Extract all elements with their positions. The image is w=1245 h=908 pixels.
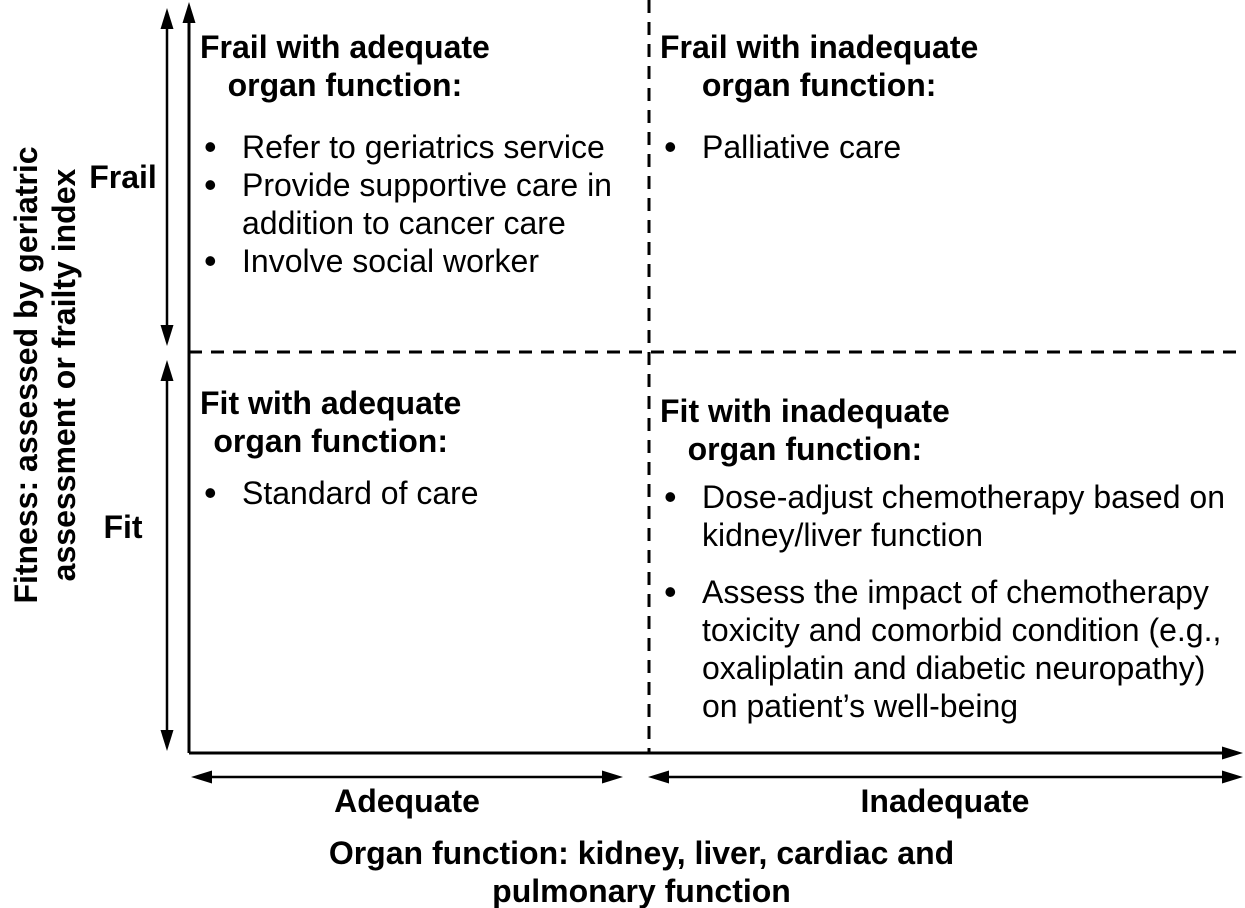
frail-range-arrowhead-bottom [160,325,174,346]
quadrant-fit-adequate: Fit with adequate organ function: • Stan… [200,384,479,512]
x-axis-title-line1: Organ function: kidney, liver, cardiac a… [328,835,955,871]
bullet-text: Refer to geriatrics service [242,129,605,165]
quadrant-bullet-list: • Palliative care [660,128,978,166]
quadrant-heading: Frail with inadequate organ function: [660,28,978,104]
quadrant-frail-adequate: Frail with adequate organ function: • Re… [200,28,677,280]
bullet-text: Dose-adjust chemotherapy based on kidney… [702,479,1225,553]
x-axis-title: Organ function: kidney, liver, cardiac a… [189,834,1094,908]
bullet-dot: • [664,476,677,517]
bullet-item: • Standard of care [200,474,479,512]
bullet-item: • Provide supportive care in addition to… [200,166,677,242]
quadrant-heading-line2: organ function: [701,67,937,103]
bullet-text: Standard of care [242,475,479,511]
bullet-dot: • [664,126,677,167]
x-axis-arrowhead [1222,746,1243,760]
fit-range-arrowhead-top [160,360,174,381]
y-axis-title: Fitness: assessed by geriatric assessmen… [7,146,83,603]
quadrant-frail-inadequate: Frail with inadequate organ function: • … [660,28,978,166]
quadrant-heading: Fit with inadequate organ function: [660,392,950,468]
bullet-text: Assess the impact of chemotherapy toxici… [702,574,1222,724]
bullet-text: Palliative care [702,129,902,165]
quadrant-heading-line1: Frail with inadequate [660,29,979,65]
adequate-range-arrowhead-right [602,770,623,784]
quadrant-heading: Fit with adequate organ function: [200,384,461,460]
quadrant-fit-inadequate: Fit with inadequate organ function: • Do… [660,392,1232,725]
inadequate-range-arrowhead-right [1222,770,1243,784]
bullet-dot: • [204,126,217,167]
bullet-item: • Involve social worker [200,242,677,280]
y-axis-label-frail: Frail [89,159,157,195]
bullet-dot: • [664,571,677,612]
quadrant-heading: Frail with adequate organ function: [200,28,490,104]
quadrant-heading-line1: Fit with inadequate [660,393,950,429]
y-axis-label-fit: Fit [103,509,143,545]
quadrant-heading-line2: organ function: [213,423,448,459]
inadequate-range-arrowhead-left [648,770,669,784]
bullet-dot: • [204,164,217,205]
x-axis-label-adequate: Adequate [334,783,480,819]
quadrant-heading-line1: Fit with adequate [200,385,462,421]
quadrant-heading-line2: organ function: [227,67,463,103]
bullet-item: • Dose-adjust chemotherapy based on kidn… [660,478,1232,554]
frail-range-arrowhead-top [160,8,174,29]
quadrant-heading-line2: organ function: [687,431,923,467]
y-axis-arrowhead [182,2,196,23]
quadrant-bullet-list: • Standard of care [200,474,479,512]
quadrant-heading-line1: Frail with adequate [200,29,490,65]
bullet-item: • Refer to geriatrics service [200,128,677,166]
bullet-dot: • [204,472,217,513]
bullet-text: Provide supportive care in addition to c… [242,167,612,241]
quadrant-bullet-list: • Refer to geriatrics service • Provide … [200,128,677,280]
fit-range-arrowhead-bottom [160,730,174,751]
bullet-dot: • [204,240,217,281]
x-axis-label-inadequate: Inadequate [860,783,1030,819]
bullet-item: • Assess the impact of chemotherapy toxi… [660,573,1232,725]
bullet-item: • Palliative care [660,128,978,166]
bullet-text: Involve social worker [242,243,539,279]
x-axis-title-line2: pulmonary function [492,873,791,908]
y-axis-title-line1: Fitness: assessed by geriatric [8,146,44,604]
quadrant-bullet-list: • Dose-adjust chemotherapy based on kidn… [660,478,1232,725]
y-axis-title-line2: assessment or frailty index [46,168,82,582]
adequate-range-arrowhead-left [191,770,212,784]
